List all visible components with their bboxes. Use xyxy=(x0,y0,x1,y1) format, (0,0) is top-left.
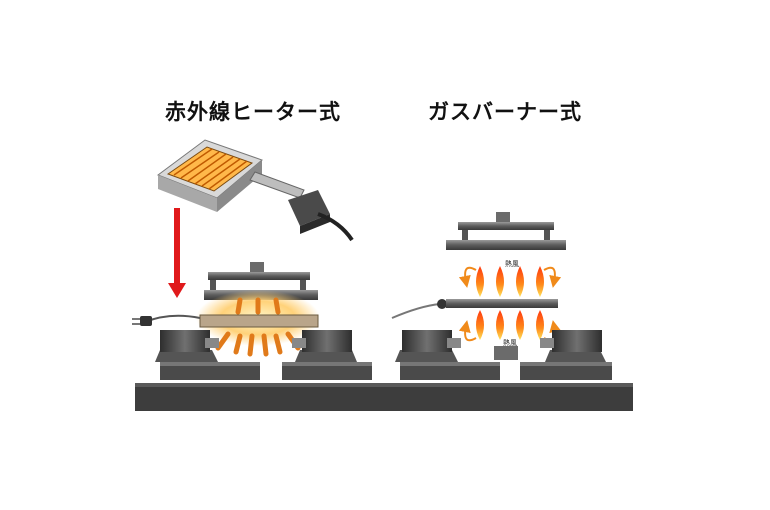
red-down-arrow xyxy=(168,208,186,298)
left-workpiece xyxy=(132,314,319,328)
hot-air-label-top: 熱風 xyxy=(505,259,519,268)
gas-burner-label: ガスバーナー式 xyxy=(428,100,582,124)
machine-base-plate xyxy=(135,383,633,411)
infrared-heater-label: 赤外線ヒーター式 xyxy=(165,100,341,124)
heat-rays xyxy=(215,297,301,357)
right-lower-fixture xyxy=(395,330,612,380)
left-lower-fixture xyxy=(155,330,372,380)
right-press-head xyxy=(446,212,566,250)
infrared-heater-unit xyxy=(156,139,354,242)
gas-flames xyxy=(476,266,544,340)
hot-air-label-bottom: 熱風 xyxy=(503,338,517,347)
gas-burner-pipe xyxy=(391,299,558,319)
